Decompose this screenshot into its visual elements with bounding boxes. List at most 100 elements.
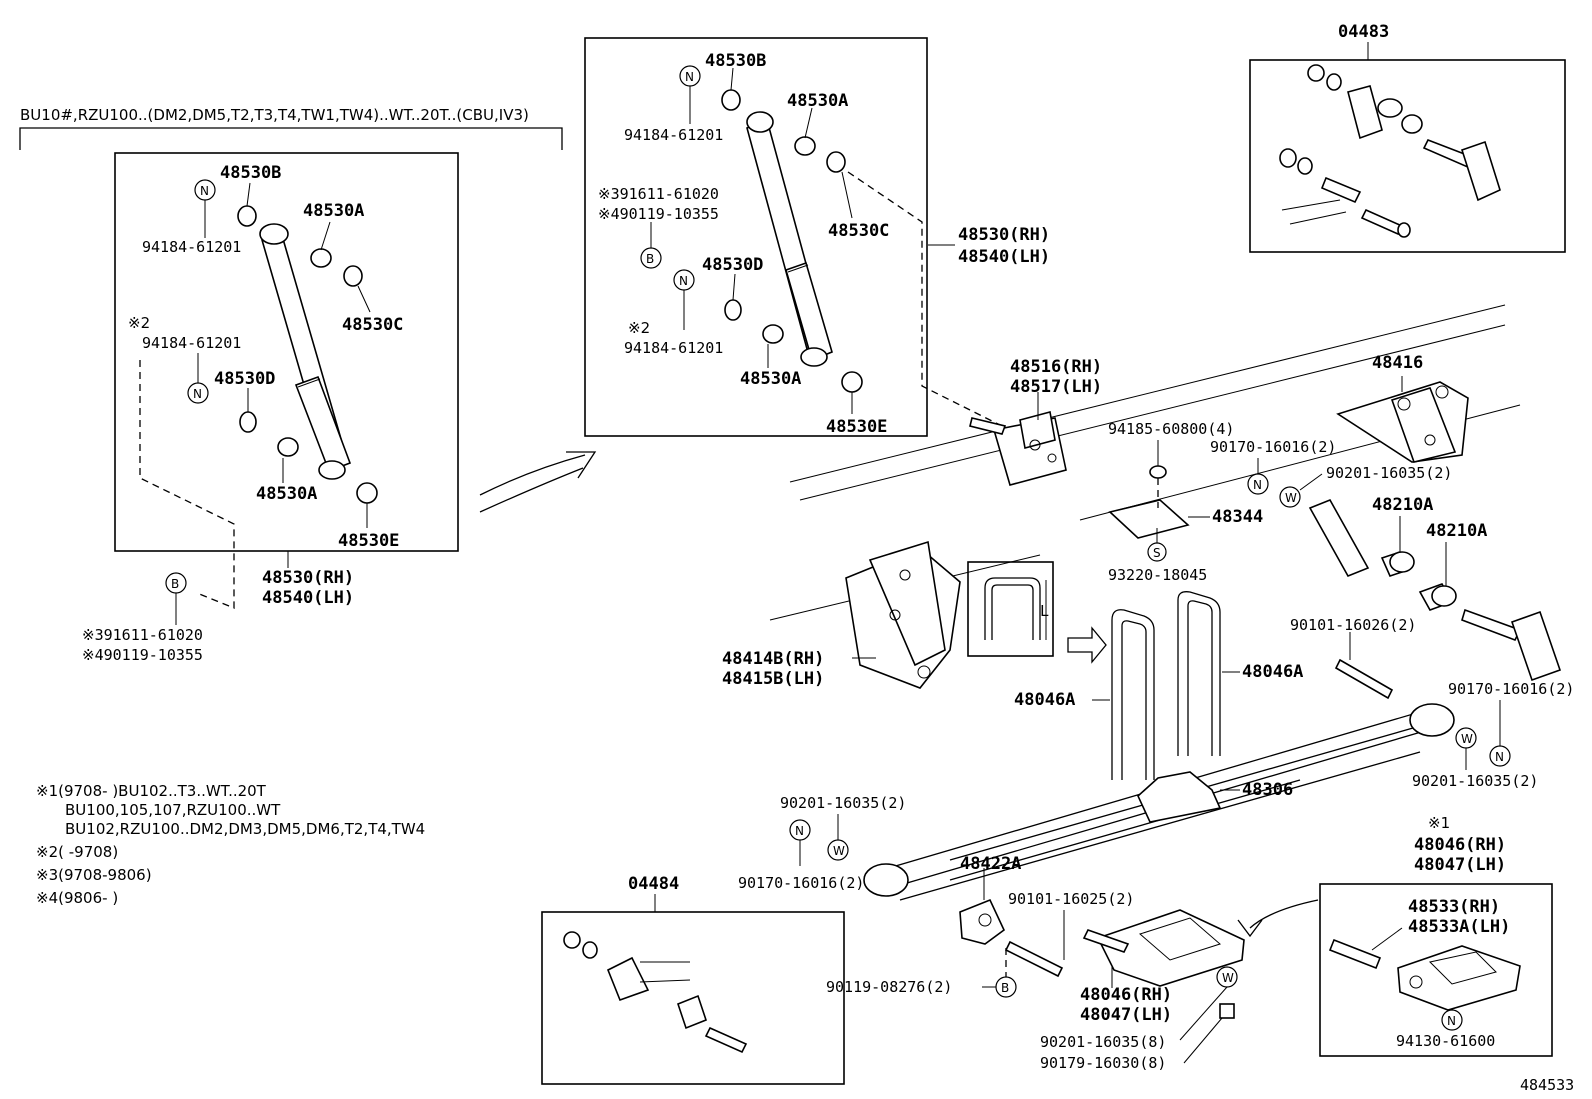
left-label-94184-mid: 94184-61201 bbox=[142, 334, 241, 352]
label-48047-lh: 48047(LH) bbox=[1080, 1005, 1172, 1025]
center-label-48530-rh: 48530(RH) bbox=[958, 225, 1050, 245]
right-label-94130: 94130-61600 bbox=[1396, 1032, 1495, 1050]
label-90119-b: 90119-08276(2) bbox=[826, 978, 952, 996]
center-label-94184-mid: 94184-61201 bbox=[624, 339, 723, 357]
center-bushing-parts bbox=[721, 89, 863, 393]
front-hanger-48414b bbox=[845, 540, 961, 689]
transition-arrow-shaft-2 bbox=[479, 467, 584, 513]
label-48517-lh: 48517(LH) bbox=[1010, 377, 1102, 397]
u-bolt-length-inset: L bbox=[967, 561, 1054, 657]
label-90201-d: 90201-16035(8) bbox=[1040, 1033, 1166, 1051]
center-label-48530c: 48530C bbox=[828, 221, 889, 241]
center-dashed-leader bbox=[847, 171, 1031, 441]
label-48414b-rh: 48414B(RH) bbox=[722, 649, 824, 669]
label-90170-a: 90170-16016(2) bbox=[1210, 438, 1336, 456]
center-n-symbol-top-text: N bbox=[685, 70, 694, 84]
note-4: ※4(9806- ) bbox=[36, 889, 118, 907]
center-label-48530a-top: 48530A bbox=[787, 91, 848, 111]
spring-seat-48046 bbox=[1082, 909, 1245, 987]
w-symbol-90201-b-text: W bbox=[1461, 732, 1473, 746]
kit-04483-box bbox=[1249, 59, 1566, 253]
label-90101-b: 90101-16025(2) bbox=[1008, 890, 1134, 908]
w-symbol-90201-a-text: W bbox=[1285, 491, 1297, 505]
n-symbol-90170-a-text: N bbox=[1253, 478, 1262, 492]
label-90201-c: 90201-16035(2) bbox=[780, 794, 906, 812]
shackle-parts-48210a bbox=[1308, 498, 1562, 682]
kit-04484-box bbox=[541, 911, 845, 1085]
note-1-line-a: ※1(9708- )BU102..T3..WT..20T bbox=[36, 782, 267, 800]
left-dashed-leader bbox=[139, 360, 235, 609]
nut-90179 bbox=[1219, 1003, 1235, 1019]
label-90170-c: 90170-16016(2) bbox=[738, 874, 864, 892]
label-48046a-r: 48046A bbox=[1242, 662, 1303, 682]
center-label-91611: ※391611-61020 bbox=[598, 185, 719, 203]
bumper-48422a bbox=[959, 868, 1007, 985]
label-93220: 93220-18045 bbox=[1108, 566, 1207, 584]
spring-hanger-48416 bbox=[1336, 376, 1469, 463]
note-1-line-c: BU102,RZU100..DM2,DM3,DM5,DM6,T2,T4,TW4 bbox=[65, 820, 425, 838]
n-symbol-90170-b bbox=[1489, 745, 1511, 767]
note-2: ※2( -9708) bbox=[36, 843, 118, 861]
left-label-91611: ※391611-61020 bbox=[82, 626, 203, 644]
right-label-48047-lh: 48047(LH) bbox=[1414, 855, 1506, 875]
note-3: ※3(9708-9806) bbox=[36, 866, 152, 884]
label-48344: 48344 bbox=[1212, 507, 1263, 527]
left-shock-absorber-drawing bbox=[259, 223, 352, 480]
spring-seat-48344 bbox=[1108, 465, 1190, 539]
label-48516-rh: 48516(RH) bbox=[1010, 357, 1102, 377]
label-48210a-a: 48210A bbox=[1372, 495, 1433, 515]
label-48306: 48306 bbox=[1242, 780, 1293, 800]
left-shock-box bbox=[114, 152, 459, 552]
b-symbol-90119-b bbox=[995, 976, 1017, 998]
n-symbol-90170-b-text: N bbox=[1495, 750, 1504, 764]
left-marker-2: ※2 bbox=[128, 314, 150, 332]
spacer-48306 bbox=[1137, 771, 1222, 823]
transition-arrow-head bbox=[566, 451, 597, 479]
center-shock-box bbox=[584, 37, 928, 437]
left-label-48530b: 48530B bbox=[220, 163, 281, 183]
center-label-48530e: 48530E bbox=[826, 417, 887, 437]
label-48046a-l: 48046A bbox=[1014, 690, 1075, 710]
right-n-symbol bbox=[1441, 1009, 1463, 1031]
left-b-symbol-text: B bbox=[171, 577, 179, 591]
w-symbol-90201-a bbox=[1279, 486, 1301, 508]
center-shock-absorber-drawing bbox=[746, 111, 833, 367]
transition-arrow-shaft-1 bbox=[479, 454, 586, 496]
right-seat-drawing bbox=[1328, 927, 1521, 1011]
left-label-48530c: 48530C bbox=[342, 315, 403, 335]
left-label-48530e: 48530E bbox=[338, 531, 399, 551]
label-90179: 90179-16030(8) bbox=[1040, 1054, 1166, 1072]
center-n-symbol-mid-text: N bbox=[679, 274, 688, 288]
center-label-48530b: 48530B bbox=[705, 51, 766, 71]
right-seat-box bbox=[1319, 883, 1553, 1057]
label-90170-b: 90170-16016(2) bbox=[1448, 680, 1574, 698]
center-label-48540-lh: 48540(LH) bbox=[958, 247, 1050, 267]
label-90201-a: 90201-16035(2) bbox=[1326, 464, 1452, 482]
center-marker-2: ※2 bbox=[628, 319, 650, 337]
center-b-symbol-text: B bbox=[646, 252, 654, 266]
right-label-48533-rh: 48533(RH) bbox=[1408, 897, 1500, 917]
left-label-48540-lh: 48540(LH) bbox=[262, 588, 354, 608]
svg-text:L: L bbox=[1040, 602, 1049, 620]
left-n-symbol-mid-text: N bbox=[193, 387, 202, 401]
label-90101-a: 90101-16026(2) bbox=[1290, 616, 1416, 634]
w-symbol-90201-d-text: W bbox=[1222, 971, 1234, 985]
left-label-48530-rh: 48530(RH) bbox=[262, 568, 354, 588]
center-label-48530d: 48530D bbox=[702, 255, 763, 275]
bolt-90101-a bbox=[1334, 658, 1394, 700]
inset-arrow bbox=[1067, 626, 1107, 664]
seat-arrow-shaft bbox=[1249, 899, 1319, 929]
u-bolts-48046a bbox=[1111, 591, 1221, 780]
b-symbol-90119-b-text: B bbox=[1001, 981, 1009, 995]
left-label-94184-top: 94184-61201 bbox=[142, 238, 241, 256]
w-symbol-90201-c-text: W bbox=[833, 844, 845, 858]
label-48422a: 48422A bbox=[960, 854, 1021, 874]
left-label-48530a-top: 48530A bbox=[303, 201, 364, 221]
right-label-48046-rh: 48046(RH) bbox=[1414, 835, 1506, 855]
seat-arrow-head bbox=[1237, 919, 1263, 938]
label-48415b-lh: 48415B(LH) bbox=[722, 669, 824, 689]
label-48210a-b: 48210A bbox=[1426, 521, 1487, 541]
kit-04483-label: 04483 bbox=[1338, 22, 1389, 42]
bolt-90101-b bbox=[1004, 940, 1064, 978]
